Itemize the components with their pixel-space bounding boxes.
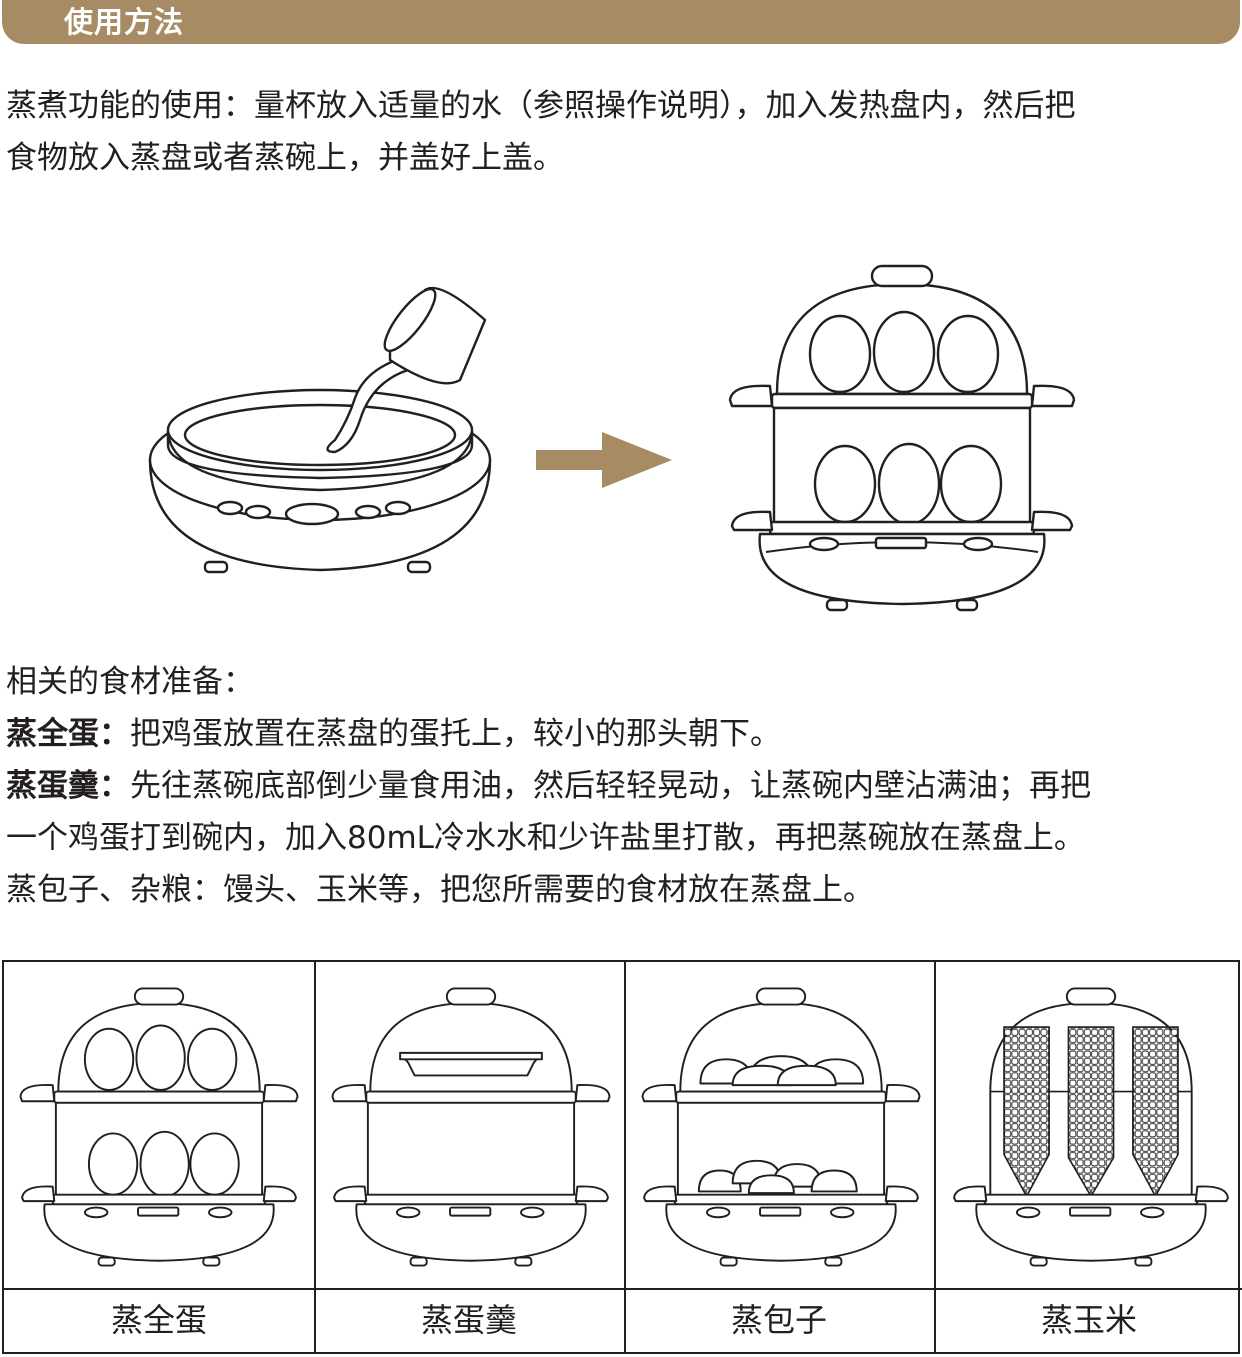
prep-egg-line: 蒸全蛋：把鸡蛋放置在蒸盘的蛋托上，较小的那头朝下。 — [6, 708, 1091, 760]
prep-custard-text: 先往蒸碗底部倒少量食用油，然后轻轻晃动，让蒸碗内壁沾满油；再把 — [130, 768, 1091, 804]
caption-divider — [4, 1288, 1242, 1290]
steamer-whole-egg-icon — [19, 987, 299, 1267]
caption-buns: 蒸包子 — [730, 1301, 827, 1339]
arrow-right-icon — [536, 432, 672, 488]
mode-cell-buns — [624, 962, 936, 1352]
section-title: 使用方法 — [64, 5, 185, 39]
steamer-icon — [728, 264, 1076, 612]
prep-buns-line: 蒸包子、杂粮：馒头、玉米等，把您所需要的食材放在蒸盘上。 — [6, 872, 874, 908]
steamer-custard-icon — [331, 987, 611, 1267]
mode-cell-corn — [934, 962, 1242, 1352]
steamer-buns-icon — [641, 987, 921, 1267]
measuring-cup-icon — [383, 286, 487, 385]
prep-heading: 相关的食材准备： — [6, 664, 254, 700]
prep-egg-label: 蒸全蛋： — [6, 716, 130, 752]
prep-egg-text: 把鸡蛋放置在蒸盘的蛋托上，较小的那头朝下。 — [130, 716, 781, 752]
intro-paragraph: 蒸煮功能的使用：量杯放入适量的水（参照操作说明），加入发热盘内，然后把 食物放入… — [6, 80, 1076, 184]
steaming-modes-grid: 蒸全蛋 蒸蛋羹 蒸包子 蒸玉米 — [2, 960, 1242, 1354]
prep-custard-line-2: 一个鸡蛋打到碗内，加入80mL冷水水和少许盐里打散，再把蒸碗放在蒸盘上。 — [6, 820, 1085, 856]
caption-whole-egg: 蒸全蛋 — [110, 1301, 207, 1339]
prep-paragraph: 相关的食材准备： 蒸全蛋：把鸡蛋放置在蒸盘的蛋托上，较小的那头朝下。 蒸蛋羹：先… — [6, 656, 1091, 916]
mode-cell-whole-egg — [4, 962, 314, 1352]
steamer-corn-icon — [953, 987, 1229, 1267]
mode-cell-custard — [314, 962, 626, 1352]
intro-line-2: 食物放入蒸盘或者蒸碗上，并盖好上盖。 — [6, 140, 564, 176]
prep-custard-line: 蒸蛋羹：先往蒸碗底部倒少量食用油，然后轻轻晃动，让蒸碗内壁沾满油；再把 — [6, 760, 1091, 812]
caption-corn: 蒸玉米 — [1040, 1301, 1137, 1339]
prep-custard-label: 蒸蛋羹： — [6, 768, 130, 804]
section-header-banner: 使用方法 — [2, 0, 1240, 44]
intro-line-1: 蒸煮功能的使用：量杯放入适量的水（参照操作说明），加入发热盘内，然后把 — [6, 88, 1076, 124]
caption-custard: 蒸蛋羹 — [420, 1301, 517, 1339]
heating-plate-illustration — [148, 286, 492, 574]
